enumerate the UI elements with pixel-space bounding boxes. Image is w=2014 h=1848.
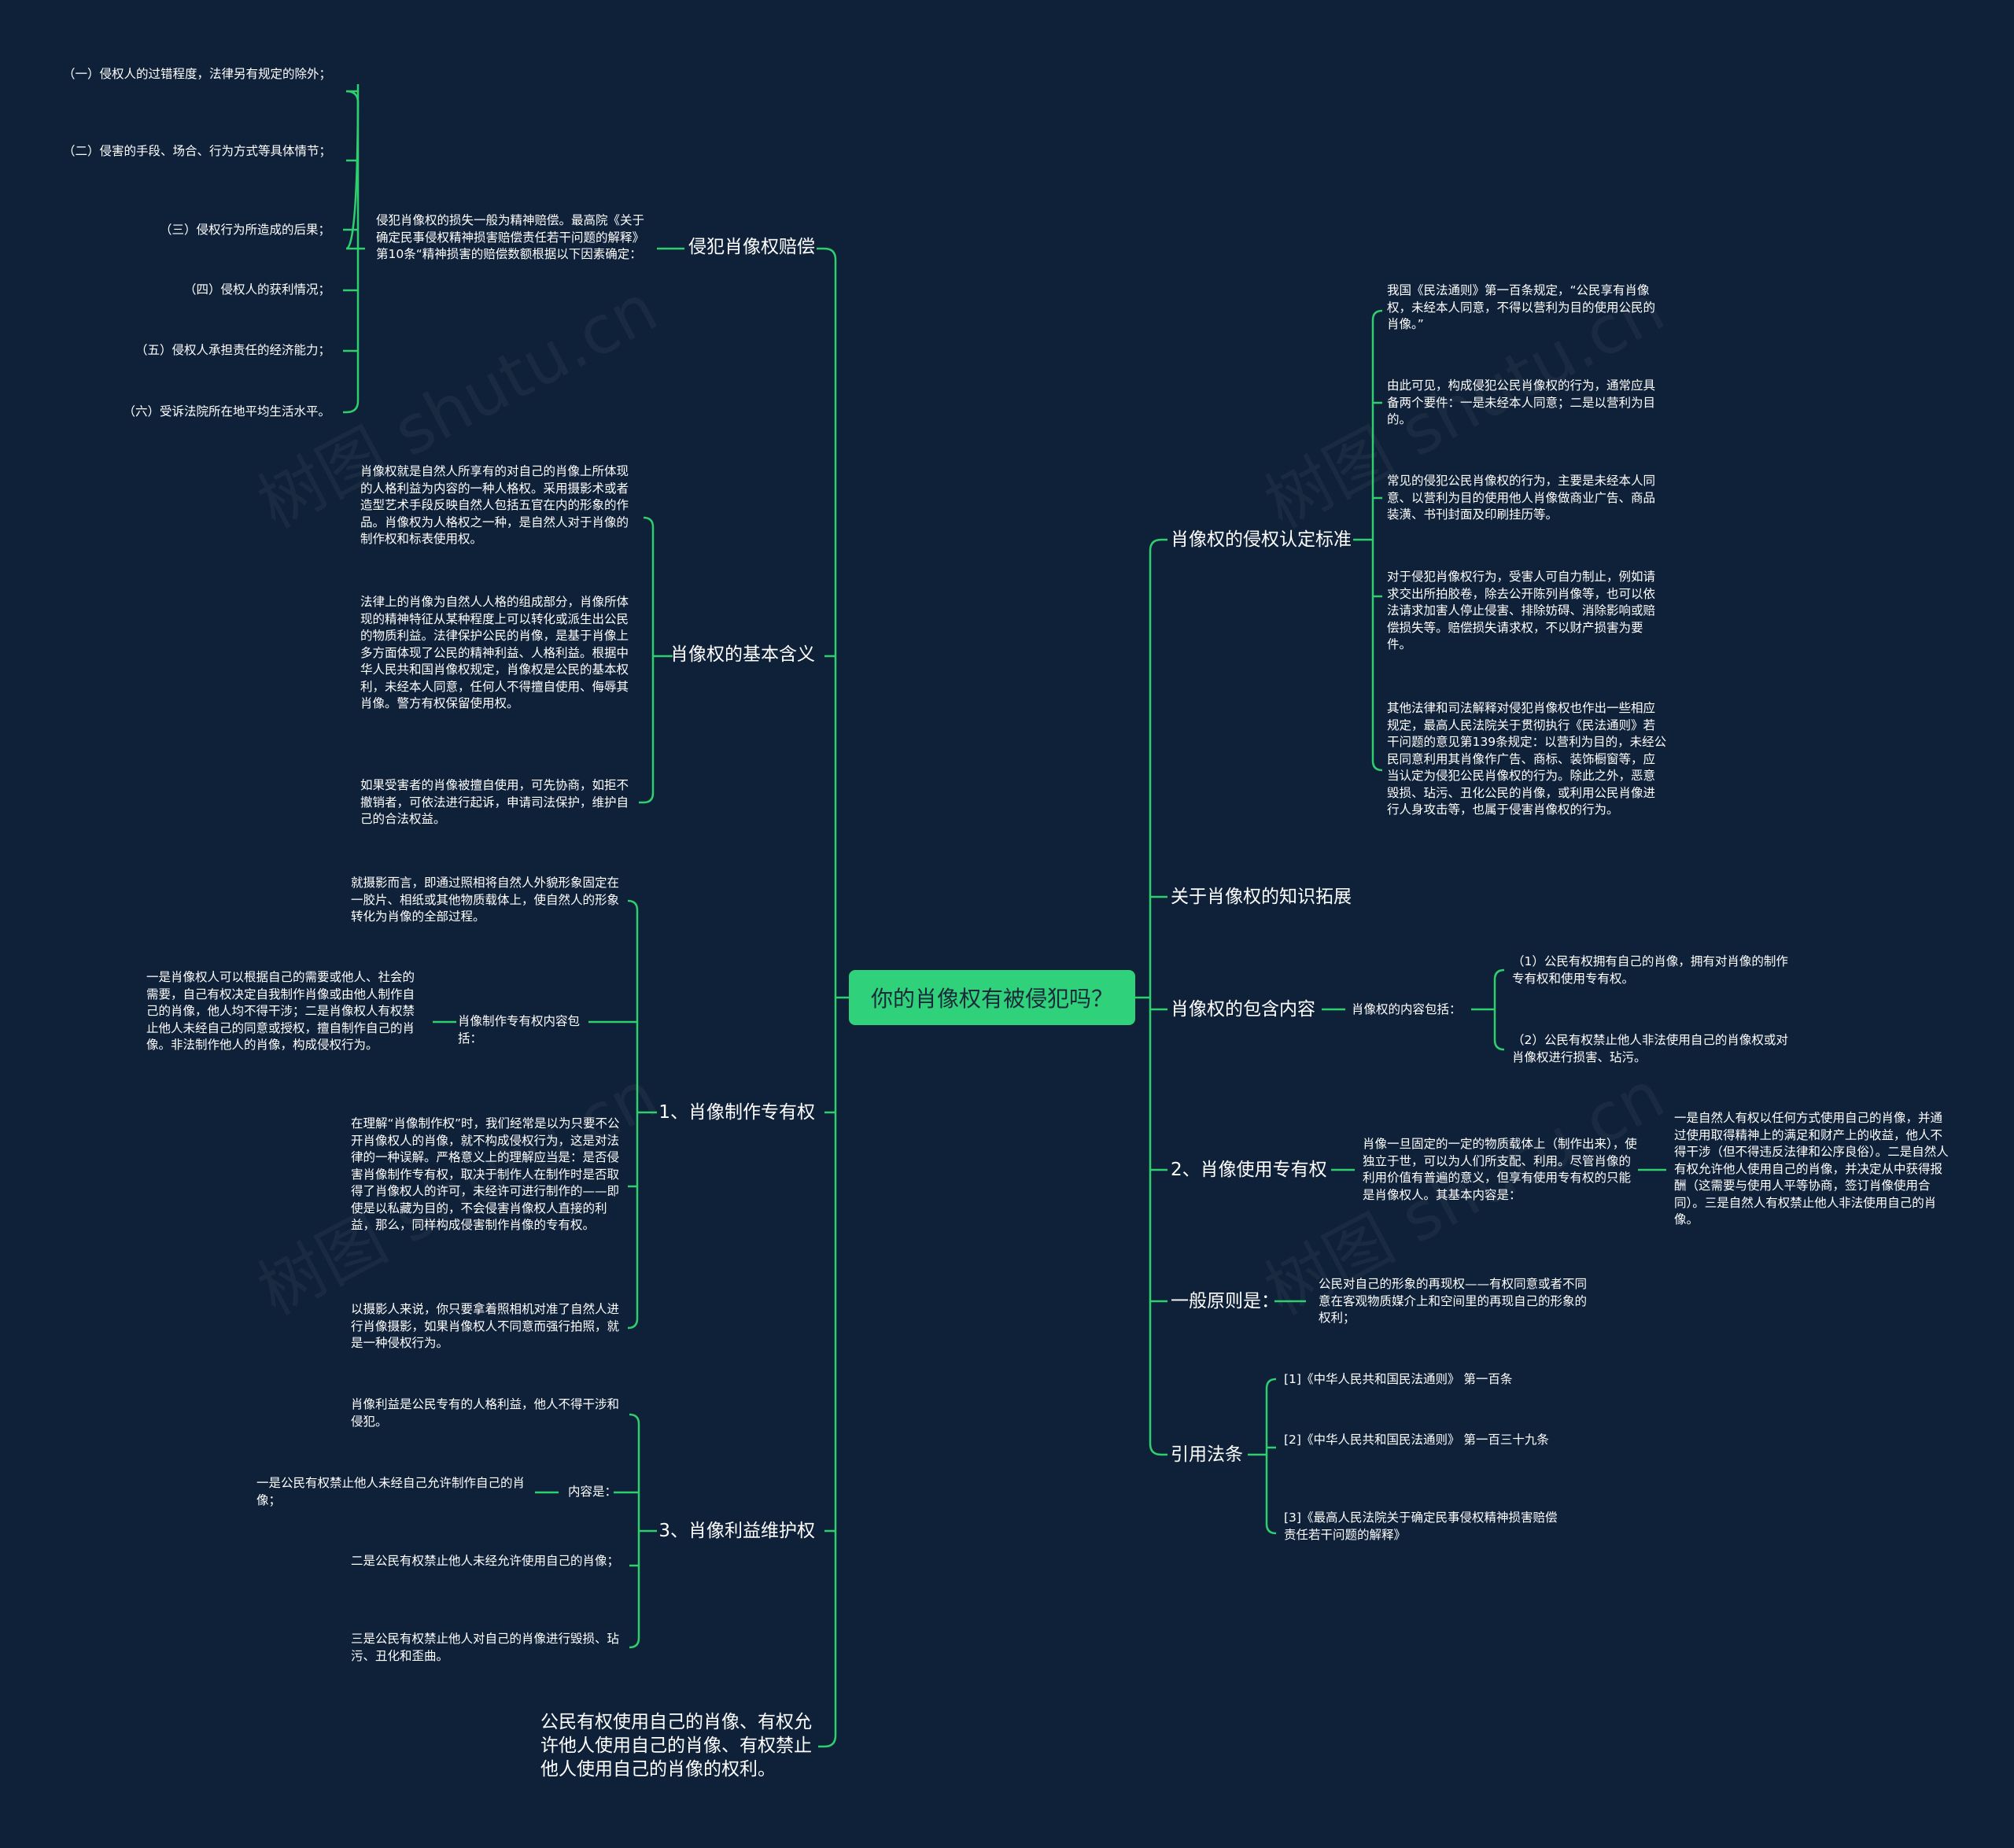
compensation-factor-1: （一）侵权人的过错程度，法律另有规定的除外； (63, 67, 332, 81)
interest-item-4: 三是公民有权禁止他人对自己的肖像进行毁损、玷污、丑化和歪曲。 (351, 1632, 620, 1663)
standard-item-3: 常见的侵犯公民肖像权的行为，主要是未经本人同意、以营利为目的使用他人肖像做商业广… (1387, 474, 1656, 522)
production-sub-label: 肖像制作专有权内容包括： (458, 1014, 581, 1046)
branch-production-right[interactable]: 1、肖像制作专有权 (658, 1102, 815, 1123)
branch-usage-right[interactable]: 2、肖像使用专有权 (1171, 1160, 1327, 1180)
meaning-item-3: 如果受害者的肖像被擅自使用，可先协商，如拒不撤销者，可依法进行起诉，申请司法保护… (360, 778, 629, 826)
citation-item-3: [3]《最高人民法院关于确定民事侵权精神损害赔偿责任若干问题的解释》 (1284, 1510, 1558, 1542)
branch-infringement-standard[interactable]: 肖像权的侵权认定标准 (1171, 529, 1352, 550)
branch-knowledge-extension[interactable]: 关于肖像权的知识拓展 (1171, 887, 1352, 907)
production-sub-detail: 一是肖像权人可以根据自己的需要或他人、社会的需要，自己有权决定自我制作肖像或由他… (146, 970, 415, 1052)
compensation-description: 侵犯肖像权的损失一般为精神赔偿。最高院《关于确定民事侵权精神损害赔偿责任若干问题… (376, 213, 645, 261)
production-item-4: 以摄影人来说，你只要拿着照相机对准了自然人进行肖像摄影，如果肖像权人不同意而强行… (351, 1302, 620, 1350)
principle-detail: 公民对自己的形象的再现权——有权同意或者不同意在客观物质媒介上和空间里的再现自己… (1319, 1277, 1588, 1325)
compensation-factor-5: （五）侵权人承担责任的经济能力； (135, 343, 330, 357)
branch-cited-laws[interactable]: 引用法条 (1171, 1444, 1243, 1465)
compensation-factor-4: （四）侵权人的获利情况； (183, 282, 330, 297)
branch-general-principle[interactable]: 一般原则是： (1171, 1291, 1279, 1311)
usage-detail: 一是自然人有权以任何方式使用自己的肖像，并通过使用取得精神上的满足和财产上的收益… (1674, 1111, 1949, 1226)
branch-rights-summary[interactable]: 公民有权使用自己的肖像、有权允许他人使用自己的肖像、有权禁止他人使用自己的肖像的… (540, 1712, 812, 1780)
branch-basic-meaning[interactable]: 肖像权的基本含义 (670, 644, 815, 665)
standard-item-4: 对于侵犯肖像权行为，受害人可自力制止，例如请求交出所拍胶卷，除去公开陈列肖像等，… (1387, 570, 1656, 651)
standard-item-2: 由此可见，构成侵犯公民肖像权的行为，通常应具备两个要件：一是未经本人同意；二是以… (1387, 378, 1656, 426)
branch-interest-right[interactable]: 3、肖像利益维护权 (658, 1521, 815, 1541)
meaning-item-2: 法律上的肖像为自然人人格的组成部分，肖像所体现的精神特征从某种程度上可以转化或派… (360, 595, 629, 710)
root-topic[interactable]: 你的肖像权有被侵犯吗？ (849, 970, 1135, 1025)
interest-item-1: 肖像利益是公民专有的人格利益，他人不得干涉和侵犯。 (351, 1397, 620, 1429)
compensation-factor-3: （三）侵权行为所造成的后果； (159, 223, 330, 237)
branch-compensation[interactable]: 侵犯肖像权赔偿 (688, 237, 815, 257)
branch-included-contents[interactable]: 肖像权的包含内容 (1171, 999, 1315, 1020)
contents-sub-label: 肖像权的内容包括： (1352, 1002, 1462, 1016)
compensation-factor-6: （六）受诉法院所在地平均生活水平。 (123, 404, 330, 419)
production-item-3: 在理解“肖像制作权”时，我们经常是以为只要不公开肖像权人的肖像，就不构成侵权行为… (351, 1116, 620, 1232)
usage-description: 肖像一旦固定的一定的物质载体上（制作出来），使独立于世，可以为人们所支配、利用。… (1363, 1137, 1637, 1202)
compensation-factor-2: （二）侵害的手段、场合、行为方式等具体情节； (63, 144, 332, 158)
interest-item-3: 二是公民有权禁止他人未经允许使用自己的肖像； (351, 1554, 620, 1568)
citation-item-2: [2]《中华人民共和国民法通则》 第一百三十九条 (1284, 1433, 1549, 1447)
citation-item-1: [1]《中华人民共和国民法通则》 第一百条 (1284, 1372, 1513, 1386)
interest-sub-detail: 一是公民有权禁止他人未经自己允许制作自己的肖像； (256, 1476, 526, 1507)
production-item-1: 就摄影而言，即通过照相将自然人外貌形象固定在一胶片、相纸或其他物质载体上，使自然… (351, 876, 620, 924)
meaning-item-1: 肖像权就是自然人所享有的对自己的肖像上所体现的人格利益为内容的一种人格权。采用摄… (360, 464, 629, 546)
standard-item-1: 我国《民法通则》第一百条规定，“公民享有肖像权，未经本人同意，不得以营利为目的使… (1387, 283, 1656, 331)
interest-sub-label: 内容是： (568, 1485, 618, 1499)
standard-item-5: 其他法律和司法解释对侵犯肖像权也作出一些相应规定，最高人民法院关于贯彻执行《民法… (1387, 701, 1667, 817)
contents-item-2: （2）公民有权禁止他人非法使用自己的肖像权或对肖像权进行损害、玷污。 (1512, 1033, 1788, 1064)
contents-item-1: （1）公民有权拥有自己的肖像，拥有对肖像的制作专有权和使用专有权。 (1512, 954, 1788, 986)
